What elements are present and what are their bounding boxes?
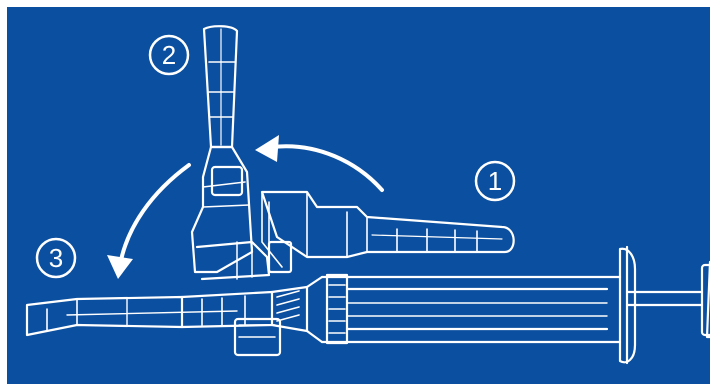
diagram-background: [7, 7, 710, 384]
diagram-frame: 1 2 3: [7, 7, 710, 384]
step-number-1: 1: [488, 166, 502, 196]
step-number-3: 3: [49, 243, 63, 273]
step-number-2: 2: [162, 40, 176, 70]
syringe-safety-shield-diagram: 1 2 3: [7, 7, 710, 384]
